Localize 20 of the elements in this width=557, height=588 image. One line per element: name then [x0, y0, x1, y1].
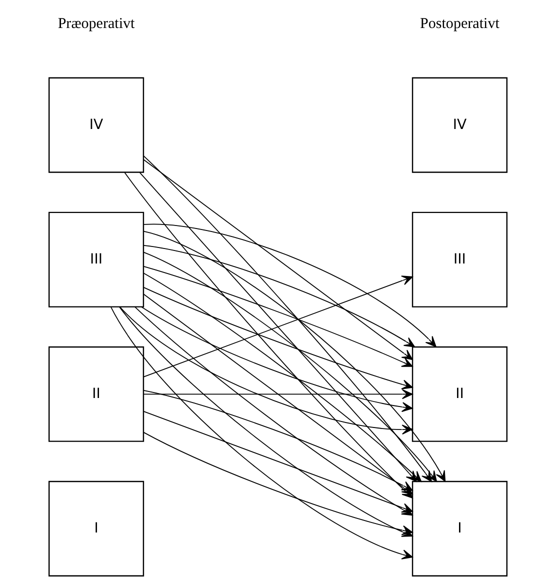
arrow: [142, 390, 412, 491]
arrow: [142, 224, 436, 348]
node-box: II: [411, 346, 507, 442]
arrow: [142, 159, 412, 360]
arrow: [142, 389, 412, 400]
arrow: [118, 306, 412, 435]
arrow: [142, 245, 415, 348]
label: Præoperativt: [57, 16, 134, 32]
label: Postoperativt: [420, 16, 499, 32]
node-box: III: [48, 212, 144, 308]
arrow: [142, 276, 412, 378]
node-box: II: [48, 346, 144, 442]
arrow: [142, 286, 412, 390]
arrow: [142, 266, 412, 367]
node-box: IV: [48, 77, 144, 173]
node-box: III: [411, 212, 507, 308]
node-box: I: [48, 480, 144, 576]
node-box: I: [411, 480, 507, 576]
node-box: IV: [411, 77, 507, 173]
arrow: [140, 306, 412, 412]
